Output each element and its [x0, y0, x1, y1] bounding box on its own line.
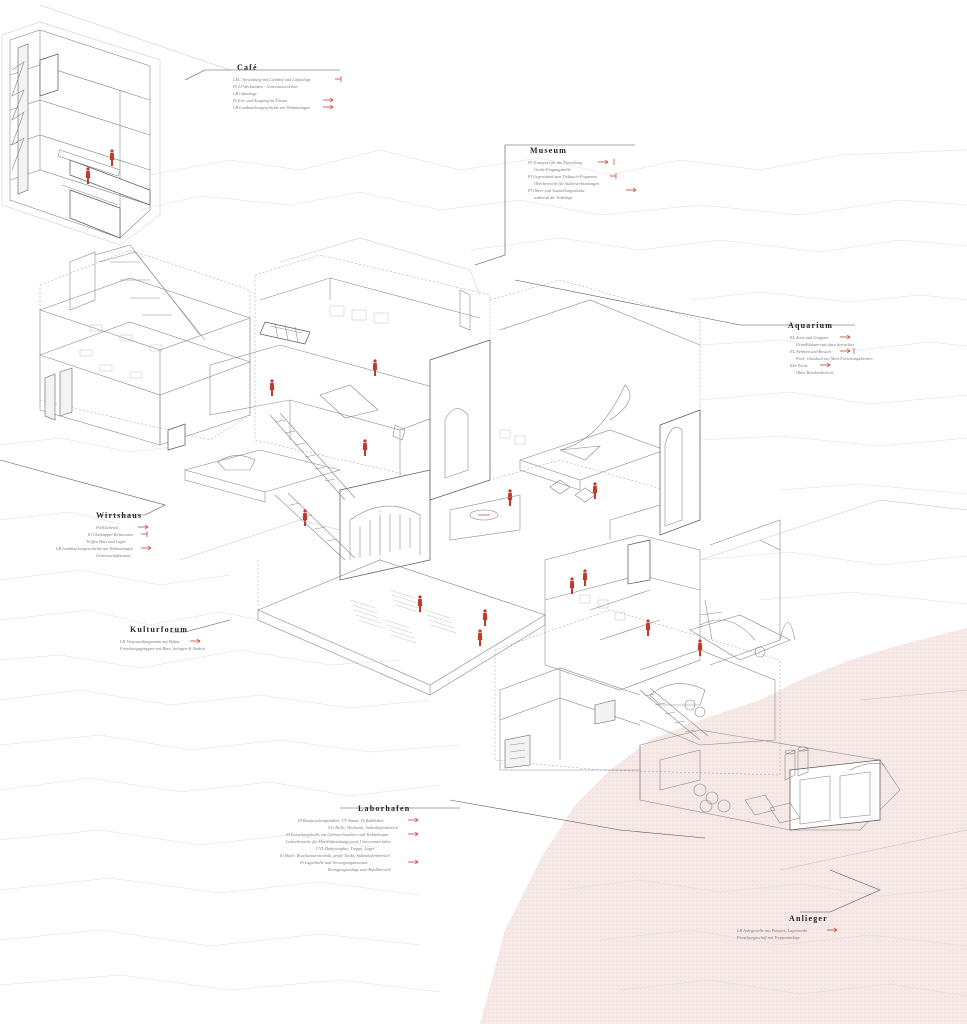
label-wirtshaus-item: LB Landmarkengeschichte mit Wohnanlagen: [55, 546, 133, 551]
label-kulturforum-item: Forschungsgruppen mit Büro, Anlagen & St…: [119, 646, 206, 652]
label-museum-title: Museum: [530, 146, 567, 155]
label-wirtshaus-item: Gemeinschaftsraum: [96, 553, 130, 558]
label-kulturforum-item: LH Veranstaltungsraum mit Bühne: [119, 639, 180, 644]
museum-aquarium-building: [183, 237, 701, 581]
label-laborhafen-item: Pl Forschungshalle mit Gebrauchsstellen …: [285, 832, 388, 837]
label-museum: Museum Pl Transport für die Forschung Gr…: [527, 146, 637, 200]
anlieger-building: [639, 729, 901, 831]
label-aquarium-item: Grundwasser von oben betrachtet: [796, 342, 855, 347]
label-cafe: Café I.EC Verwaltung mit Lichthof und Lü…: [232, 63, 342, 110]
label-laborhafen: Laborhafen Pl Bauforschungshallen, UV Ra…: [279, 804, 419, 872]
label-kulturforum: Kulturforum LH Veranstaltungsraum mit Bü…: [119, 625, 206, 652]
terrain-contours: [0, 149, 967, 997]
label-cafe-title: Café: [237, 63, 258, 72]
label-museum-item: Oberbereiche für Außenverbindungen: [534, 181, 599, 186]
label-cafe-item: LB Liftanlage: [232, 91, 257, 96]
laborhafen-building: [494, 519, 796, 776]
wirtshaus-building: [39, 244, 251, 451]
label-aquarium-item: Pool: Glasdach mit Mini-Forschungsbecken: [795, 356, 873, 361]
label-cafe-item: I.EC Verwaltung mit Lichthof und Lüftanl…: [232, 77, 311, 82]
leader-lines: [0, 4, 967, 913]
label-museum-item: Pl Transport für die Forschung: [527, 160, 583, 165]
label-wirtshaus-item: Pd Kücheteil: [95, 525, 119, 530]
label-wirtshaus-item: Ei Glaskuppel-Restaurant: [87, 532, 134, 537]
label-museum-item: Große Eingangshalle: [534, 167, 571, 172]
label-laborhafen-item: UG Halle, Werkstatt, Außenhafenbereich: [328, 825, 398, 831]
label-wirtshaus-title: Wirtshaus: [96, 511, 142, 520]
label-cafe-item: LB Landmarkengeschichte mit Wohnanlagen: [232, 105, 310, 110]
label-wirtshaus-item: Treffen Bars und Lager: [86, 539, 126, 544]
label-kulturforum-title: Kulturforum: [130, 625, 188, 634]
label-anlieger-item: Forschungsschiff mit Treppenanlage: [736, 935, 800, 940]
label-aquarium-title: Aquarium: [788, 321, 833, 330]
label-aquarium-item: EL Zone und Gruppen: [789, 335, 828, 340]
label-museum-item: während die Vorhänge: [534, 195, 573, 200]
label-laborhafen-item: Reinigungsanlage und Abfallbereich: [327, 867, 391, 872]
label-cafe-item: Ei Ein- und Ausgang im Thema: [232, 98, 287, 103]
label-aquarium-item: Oben Brückenbereich: [796, 370, 833, 375]
label-anlieger: Anlieger LB Anlegestelle mit Pumpen, Lag…: [736, 914, 838, 940]
label-cafe-item: Pl 2J Werkstätten · Unterwasserlabor: [232, 84, 298, 89]
label-aquarium: Aquarium EL Zone und Gruppen Grundwasser…: [788, 321, 873, 375]
label-anlieger-title: Anlieger: [789, 914, 828, 923]
label-laborhafen-item: Laborbereiche für Meeresforschung sowie …: [285, 839, 392, 844]
label-aquarium-item: Ebe Pools: [789, 363, 808, 368]
label-laborhafen-item: UVL Bathyscaphie, Treppe, Lager: [316, 846, 375, 852]
cafe-tower: [1, 21, 161, 246]
label-laborhafen-title: Laborhafen: [358, 804, 410, 813]
label-anlieger-item: LB Anlegestelle mit Pumpen, Lagertanks: [736, 928, 808, 934]
label-museum-item: Pl Obere und Ausstellungsräume: [527, 188, 585, 193]
label-wirtshaus: Wirtshaus Pd Kücheteil Ei Glaskuppel-Res…: [55, 511, 152, 558]
label-laborhafen-item: Ei Halle, Brackwassertechnik, große Tank…: [279, 853, 389, 859]
label-laborhafen-item: Pl Bauforschungshallen, UV Raum, Tiefküh…: [297, 818, 384, 824]
label-laborhafen-item: Ei Lagerhalle und Versorgungszentrum: [299, 860, 367, 865]
label-museum-item: Pl Gegenstand zum Tieftauch-Fragment: [527, 174, 598, 179]
label-aquarium-item: EL Nehmen und Besuch: [789, 349, 831, 354]
